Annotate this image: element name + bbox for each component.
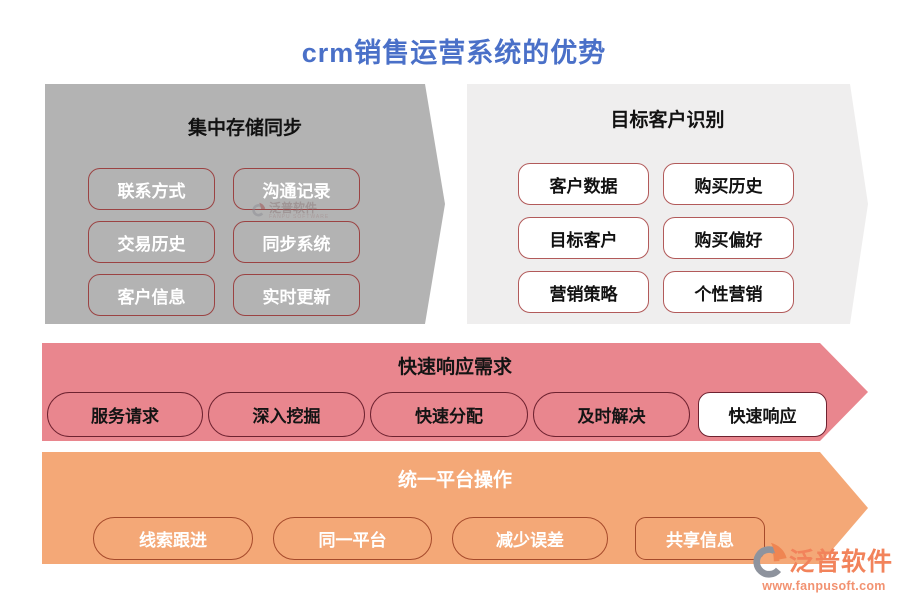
chip-communication-record: 沟通记录 <box>233 168 360 210</box>
chip-unified-platform: 同一平台 <box>273 517 432 560</box>
page-title: crm销售运营系统的优势 <box>301 38 607 68</box>
brand-logo: 泛普软件 www.fanpusoft.com <box>751 541 897 593</box>
chip-lead-followup: 线索跟进 <box>93 517 253 560</box>
chip-transaction-history: 交易历史 <box>88 221 215 263</box>
watermark-logo-icon <box>251 202 266 222</box>
chip-error-reduction: 减少误差 <box>452 517 608 560</box>
watermark-text: 泛普软件 <box>269 201 318 215</box>
chip-service-request: 服务请求 <box>47 392 203 437</box>
chip-customer-info: 客户信息 <box>88 274 215 316</box>
watermark-subtext: FANPU SOFTWARE <box>269 214 330 220</box>
block-header-storage: 集中存储同步 <box>187 118 302 139</box>
brand-url: www.fanpusoft.com <box>762 579 886 593</box>
chip-quick-response: 快速响应 <box>698 392 827 437</box>
block-target-customer: 目标客户识别 客户数据 购买历史 目标客户 购买偏好 营销策略 个性营销 <box>467 84 868 324</box>
chip-personal-marketing: 个性营销 <box>663 271 794 313</box>
watermark: 泛普软件 FANPU SOFTWARE <box>251 202 329 222</box>
chip-timely-resolve: 及时解决 <box>533 392 690 437</box>
banner-header-platform: 统一平台操作 <box>397 470 512 491</box>
target-chip-grid: 客户数据 购买历史 目标客户 购买偏好 营销策略 个性营销 <box>518 163 794 313</box>
chip-purchase-preference: 购买偏好 <box>663 217 794 259</box>
chip-realtime-update: 实时更新 <box>233 274 360 316</box>
chip-quick-assign: 快速分配 <box>370 392 528 437</box>
brand-name: 泛普软件 <box>789 548 894 576</box>
fanpu-logo-icon <box>751 541 789 579</box>
banner-header-response: 快速响应需求 <box>397 357 512 378</box>
chip-purchase-history: 购买历史 <box>663 163 794 205</box>
storage-chip-grid: 联系方式 沟通记录 交易历史 同步系统 客户信息 实时更新 <box>88 168 360 316</box>
block-header-target: 目标客户识别 <box>610 110 725 131</box>
chip-target-customer: 目标客户 <box>518 217 649 259</box>
banner-quick-response: 快速响应需求 服务请求 深入挖掘 快速分配 及时解决 快速响应 <box>42 343 868 441</box>
chip-contact-method: 联系方式 <box>88 168 215 210</box>
banner-unified-platform: 统一平台操作 线索跟进 同一平台 减少误差 共享信息 <box>42 452 868 564</box>
chip-deep-mining: 深入挖掘 <box>208 392 365 437</box>
chip-customer-data: 客户数据 <box>518 163 649 205</box>
chip-sync-system: 同步系统 <box>233 221 360 263</box>
block-centralized-storage: 集中存储同步 联系方式 沟通记录 交易历史 同步系统 客户信息 实时更新 泛普软… <box>45 84 445 324</box>
chip-info-sharing: 共享信息 <box>635 517 765 560</box>
chip-marketing-strategy: 营销策略 <box>518 271 649 313</box>
